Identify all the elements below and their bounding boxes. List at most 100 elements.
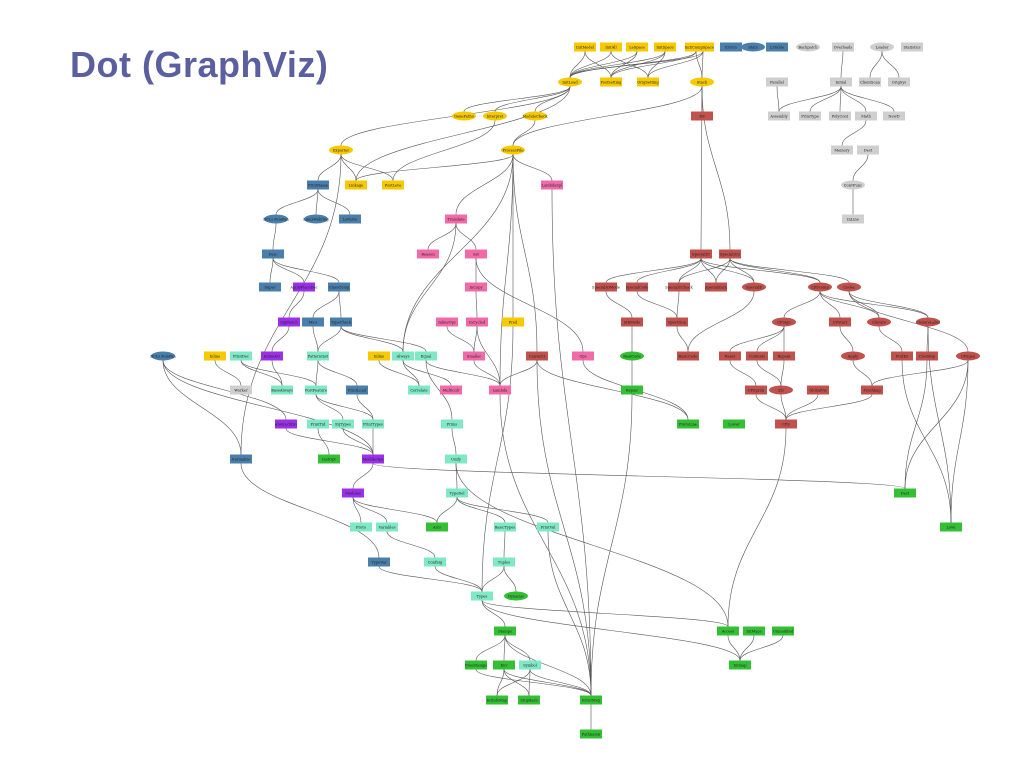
graph-edge — [503, 635, 506, 661]
graph-edge — [356, 394, 374, 420]
graph-node-shape — [446, 488, 468, 498]
graph-node-shape — [558, 77, 582, 87]
graph-node-label: ConvFunc — [844, 183, 862, 187]
graph-node-shape — [691, 111, 713, 121]
graph-node: Unmodifed — [772, 626, 794, 636]
graph-node-label: Parallel — [770, 80, 785, 84]
graph-node-shape — [677, 351, 699, 361]
graph-node-label: Unify — [451, 457, 462, 461]
graph-node-label: Statistics — [904, 45, 921, 49]
graph-edge — [473, 326, 478, 352]
graph-edge — [214, 360, 242, 386]
graph-node-shape — [486, 695, 508, 705]
graph-node-label: PrintTypes — [363, 422, 383, 426]
graph-node-label: EqTypes — [335, 422, 351, 426]
graph-node-label: Symbol — [523, 663, 537, 667]
graph-node-shape — [837, 282, 861, 292]
graph-node: Types — [471, 591, 493, 601]
graph-edge — [503, 566, 517, 592]
graph-node: SpecialE — [742, 282, 766, 292]
graph-node-shape — [621, 317, 643, 327]
graph-node: InitSpace — [654, 42, 676, 52]
graph-node-shape — [888, 77, 910, 87]
graph-node-shape — [857, 145, 879, 155]
graph-node-shape — [304, 214, 328, 224]
graph-edge — [729, 258, 755, 283]
graph-node-shape — [773, 351, 795, 361]
graph-edge — [676, 291, 680, 318]
graph-node-label: Smaller — [467, 354, 481, 358]
graph-node: Smaller — [463, 351, 485, 361]
graph-node-label: GlobalVis — [809, 388, 826, 392]
graph-edge — [901, 360, 952, 523]
graph-node-shape — [339, 214, 361, 224]
graph-edge — [446, 326, 475, 352]
graph-node-shape — [746, 351, 768, 361]
graph-node-label: InitAll — [605, 45, 617, 49]
graph-node-shape — [261, 351, 283, 361]
graph-node-label: Loader — [876, 45, 889, 49]
graph-node-label: Inline — [374, 354, 384, 358]
graph-edge — [338, 291, 342, 318]
graph-node-shape — [426, 522, 448, 532]
graph-node: Super — [259, 282, 281, 292]
graph-node: NewD — [883, 111, 905, 121]
graph-node: DCLs PelePan — [150, 351, 176, 361]
graph-node-label: Lambda — [493, 388, 509, 392]
graph-edge — [494, 86, 571, 112]
graph-node-shape — [445, 454, 467, 464]
graph-node-shape — [318, 454, 340, 464]
graph-edge — [240, 360, 283, 386]
graph-edge — [425, 360, 453, 420]
graph-node-shape — [574, 42, 596, 52]
graph-node-shape — [368, 557, 390, 567]
graph-node: ConvertI — [526, 351, 548, 361]
graph-edge — [700, 258, 717, 283]
graph-edge — [636, 258, 702, 283]
graph-node-label: SpecialCode — [626, 285, 649, 289]
graph-node-shape — [841, 180, 865, 190]
graph-node: OrigSys — [888, 77, 910, 87]
graph-node-shape — [463, 351, 485, 361]
graph-node-label: InlineArr — [264, 354, 281, 358]
graph-edge — [503, 669, 530, 696]
graph-node-shape — [940, 522, 962, 532]
graph-edge — [512, 154, 553, 181]
graph-edge — [819, 291, 929, 318]
graph-node-label: InitModel — [576, 45, 595, 49]
graph-node: Errors — [720, 42, 742, 52]
graph-edge — [340, 326, 404, 352]
graph-node: PostLeve — [382, 180, 404, 190]
graph-node-shape — [870, 42, 894, 52]
graph-node: ClosureLabel — [916, 317, 941, 327]
graph-node: Els — [769, 385, 793, 395]
graph-edge — [840, 51, 844, 78]
graph-node-label: PrintDec — [233, 354, 249, 358]
graph-edge — [715, 258, 731, 283]
graph-node: Closure — [867, 317, 891, 327]
graph-node: BaseAlways — [271, 385, 293, 395]
graph-node-shape — [307, 419, 329, 429]
graph-node-shape — [723, 419, 745, 429]
graph-node-shape — [230, 351, 252, 361]
graph-node-label: ClosureLabel — [916, 320, 941, 324]
graph-node-label: ConfSig — [428, 560, 443, 564]
graph-edge — [755, 394, 787, 420]
graph-node-label: Codes — [843, 285, 854, 289]
graph-node: SpecialIO — [690, 249, 712, 259]
graph-node-label: SpecialIOMode — [592, 285, 620, 289]
graph-node-shape — [436, 317, 458, 327]
graph-edge — [272, 258, 340, 283]
graph-edge — [352, 497, 438, 523]
graph-node-label: InLine — [847, 217, 859, 221]
graph-edge — [536, 360, 689, 420]
graph-edge — [852, 154, 869, 181]
graph-edge — [904, 360, 928, 489]
graph-node: Linkage — [345, 180, 367, 190]
graph-edge — [481, 566, 505, 592]
graph-node-shape — [796, 42, 820, 52]
graph-edge — [678, 258, 731, 283]
graph-node: InCopy — [465, 282, 487, 292]
graph-node-shape — [424, 557, 446, 567]
graph-edge — [285, 428, 374, 455]
